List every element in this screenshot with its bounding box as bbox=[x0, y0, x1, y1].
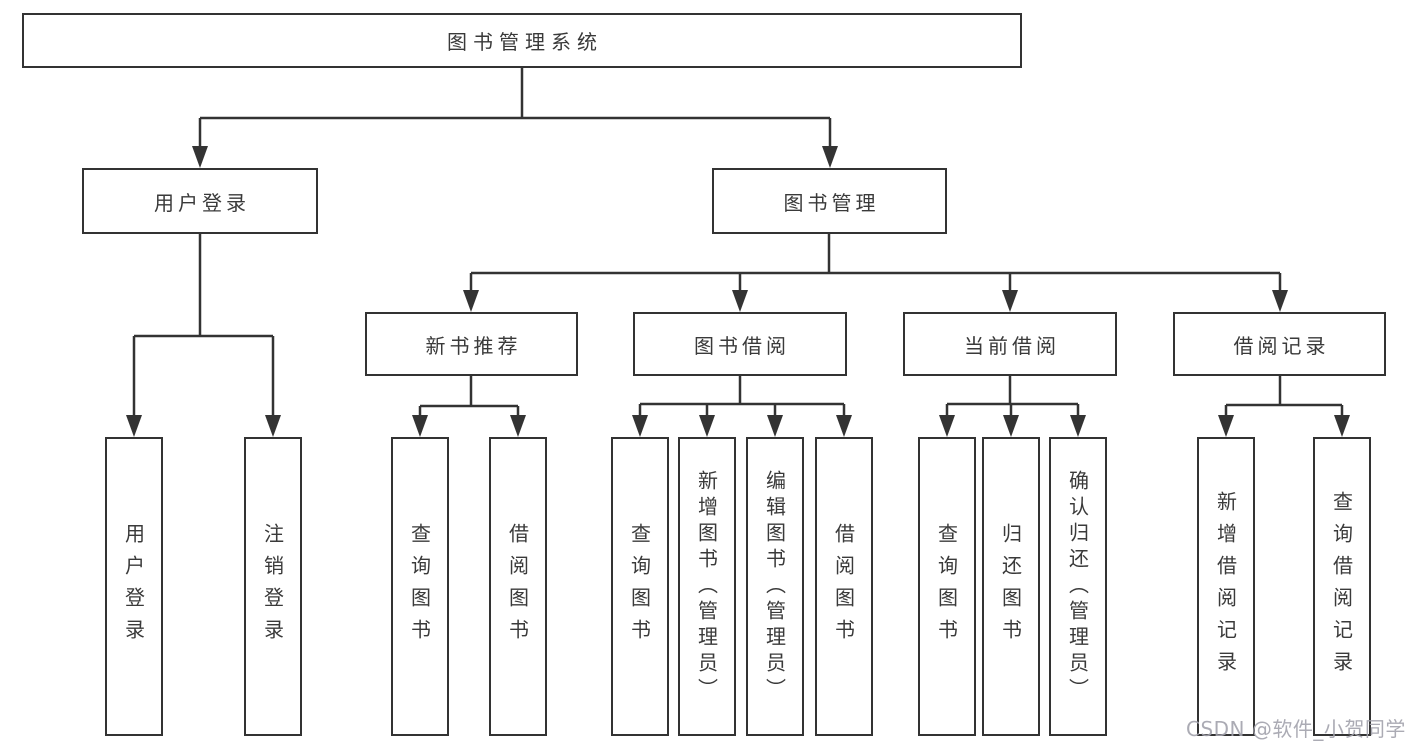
node-book-management: 图书管理 bbox=[712, 168, 947, 234]
node-return-book: 归还图书 bbox=[982, 437, 1040, 736]
node-query-books-borrowing: 查询图书 bbox=[611, 437, 669, 736]
node-borrow-books-recommend: 借阅图书 bbox=[489, 437, 547, 736]
node-add-borrow-record: 新增借阅记录 bbox=[1197, 437, 1255, 736]
node-library-management-system: 图书管理系统 bbox=[22, 13, 1022, 68]
node-user-login: 用户登录 bbox=[82, 168, 318, 234]
node-borrow-books-leaf: 借阅图书 bbox=[815, 437, 873, 736]
node-user-login-leaf: 用户登录 bbox=[105, 437, 163, 736]
node-query-borrow-record: 查询借阅记录 bbox=[1313, 437, 1371, 736]
node-query-books-recommend: 查询图书 bbox=[391, 437, 449, 736]
arrowheads bbox=[126, 146, 1350, 437]
node-current-borrowing: 当前借阅 bbox=[903, 312, 1117, 376]
node-book-borrowing: 图书借阅 bbox=[633, 312, 847, 376]
node-query-books-current: 查询图书 bbox=[918, 437, 976, 736]
node-new-book-recommend: 新书推荐 bbox=[365, 312, 578, 376]
node-confirm-return-admin: 确认归还（管理员） bbox=[1049, 437, 1107, 736]
csdn-watermark: CSDN @软件_小贺同学 bbox=[1186, 717, 1405, 741]
node-add-book-admin: 新增图书（管理员） bbox=[678, 437, 736, 736]
node-logout: 注销登录 bbox=[244, 437, 302, 736]
node-edit-book-admin: 编辑图书（管理员） bbox=[746, 437, 804, 736]
node-borrowing-records: 借阅记录 bbox=[1173, 312, 1386, 376]
